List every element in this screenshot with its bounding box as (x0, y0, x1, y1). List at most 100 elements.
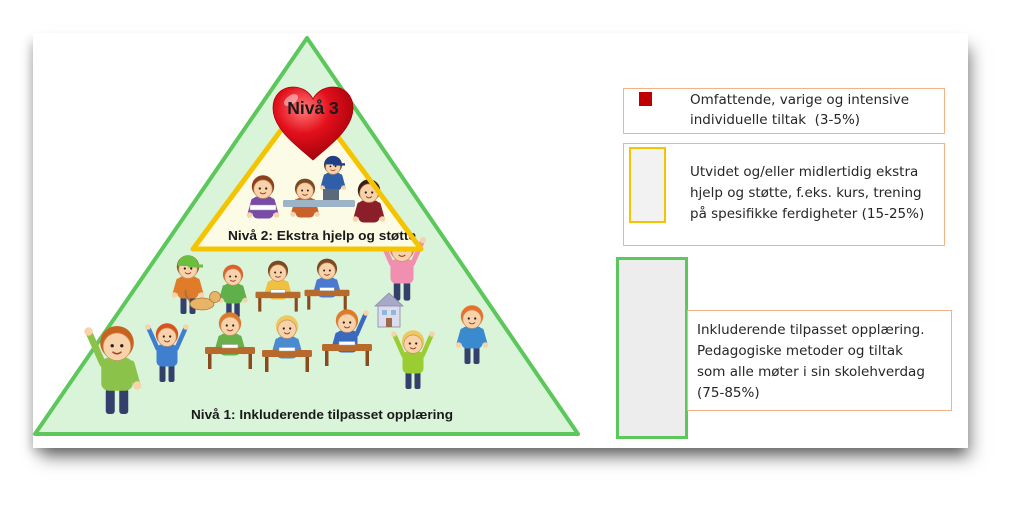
child-hand (242, 297, 248, 303)
child-figure (84, 325, 142, 414)
legend-swatch-level-1 (616, 257, 688, 439)
legend-box-level-3 (623, 88, 945, 134)
child-eye (229, 275, 232, 278)
child-hand (319, 185, 325, 190)
child-figure (304, 258, 350, 310)
desk-leg (248, 353, 252, 369)
legend-box-level-2 (623, 143, 945, 246)
child-eye (408, 342, 411, 345)
legend-line: individuelle tiltak (3-5%) (690, 112, 861, 128)
child-eye (279, 271, 282, 274)
child-eye (364, 191, 367, 194)
child-hand (290, 211, 296, 217)
child-eye (274, 271, 277, 274)
child-eye (301, 189, 304, 192)
child-face (220, 316, 240, 336)
child-arm (409, 237, 426, 267)
desk-leg (307, 295, 311, 310)
child-face (462, 309, 482, 329)
dog-tail (184, 289, 191, 302)
child-face (277, 319, 297, 339)
legend-box-level-1 (687, 310, 952, 411)
child-body (177, 276, 199, 299)
child-body (101, 357, 133, 391)
child-leg (473, 347, 480, 364)
desk-leg (325, 350, 329, 366)
desk-paper (270, 289, 286, 293)
school-desk (255, 291, 301, 299)
child-body (324, 172, 342, 191)
child-figure (218, 264, 248, 318)
child-eye (371, 191, 374, 194)
level-3-heart: Nivå 3 (272, 86, 354, 161)
child-body (390, 259, 414, 284)
legend-text-level-3: Omfattende, varige og intensive individu… (690, 90, 909, 130)
child-face (157, 327, 177, 347)
child-eye (289, 327, 292, 330)
child-mouth (301, 193, 309, 196)
child-figure (262, 315, 312, 372)
school-desk (205, 347, 255, 354)
child-arm (354, 310, 369, 337)
child-hand (391, 331, 397, 337)
child-eye (328, 269, 331, 272)
legend-text-level-1: Inkluderende tilpasset opplæring. Pedago… (697, 320, 925, 404)
child-eye (474, 317, 477, 320)
child-eye (225, 324, 228, 327)
legend-line: Pedagogiske metoder og tiltak (697, 343, 903, 359)
desk-leg (343, 295, 347, 310)
desk-leg (305, 356, 309, 372)
child-hand (171, 292, 178, 298)
child-mouth (184, 272, 192, 275)
child-face (318, 262, 336, 280)
child-mouth (111, 351, 123, 355)
child-mouth (283, 332, 291, 335)
child-figure (255, 260, 301, 312)
building-roof (373, 292, 405, 307)
child-leg (405, 372, 412, 389)
child-mouth (343, 326, 351, 329)
school-building (373, 292, 405, 328)
child-body (358, 200, 380, 223)
child-eye (342, 321, 345, 324)
child-face (224, 268, 242, 286)
child-hand (84, 327, 93, 336)
child-leg (105, 388, 115, 414)
desk-leg (294, 297, 298, 312)
child-figure (319, 155, 347, 191)
level-1-label: Nivå 1: Inkluderende tilpasset opplæring (191, 407, 453, 422)
legend-line: Utvidet og/eller midlertidig ekstra (690, 164, 919, 180)
legend-line: Inkluderende tilpasset opplæring. (697, 322, 925, 338)
building-window (382, 310, 387, 315)
child-mouth (323, 273, 331, 276)
table (283, 200, 355, 207)
child-hand (273, 212, 280, 218)
paper-sheet (249, 204, 277, 211)
child-body (461, 326, 483, 349)
child-arm (174, 324, 189, 351)
child-eye (334, 165, 337, 168)
child-cap-brim (188, 264, 203, 268)
child-leg (393, 281, 401, 301)
school-desk (304, 289, 350, 297)
child-leg (234, 302, 240, 318)
school-desk (322, 344, 372, 351)
child-body (402, 351, 424, 374)
child-hand (133, 381, 142, 390)
child-hand (363, 310, 369, 316)
child-eye (349, 321, 352, 324)
legend-line: (75-85%) (697, 385, 760, 401)
child-face (102, 332, 132, 361)
desk-leg (208, 353, 212, 369)
child-eye (169, 335, 172, 338)
child-hand (183, 324, 189, 330)
child-mouth (163, 340, 171, 343)
child-figure (145, 323, 189, 382)
child-face (337, 313, 357, 333)
child-figure (352, 179, 386, 223)
child-mouth (409, 347, 417, 350)
child-mouth (468, 322, 476, 325)
desk-paper (221, 344, 239, 349)
child-figure (455, 305, 489, 364)
child-arm (420, 331, 435, 358)
